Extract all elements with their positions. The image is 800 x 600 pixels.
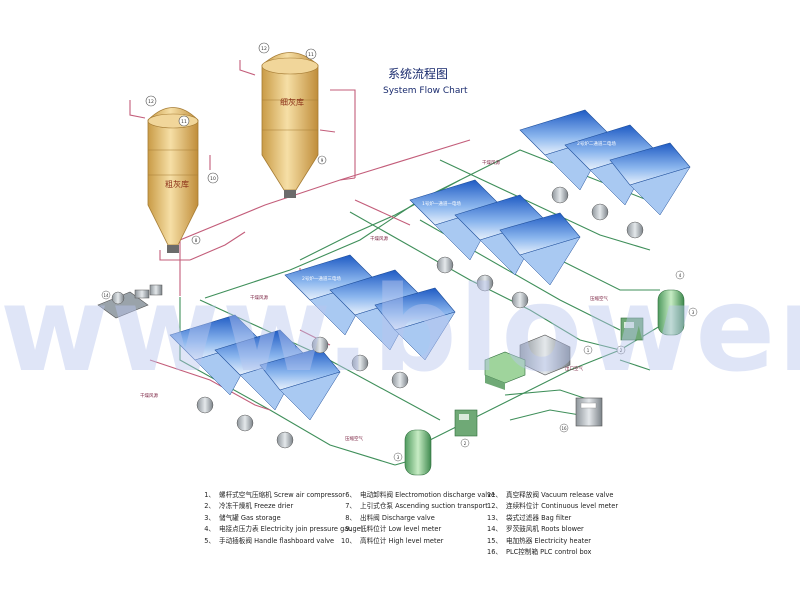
hopper-label-3: 2号炉一通道三电场 [302,275,341,282]
diagram-title: 系统流程图 [388,67,449,81]
hopper-group-top-right [519,109,691,239]
legend-item: 12、连续料位计 Continuous level meter [487,502,619,511]
legend-item: 15、电加热器 Electricity heater [487,536,591,545]
pipe-label-pressure-air-2: 压缩空气 [590,295,608,302]
legend-item: 7、上引式仓泵 Ascending suction transport [345,502,488,511]
legend-item: 16、PLC控制箱 PLC control box [487,548,592,557]
coarse-ash-silo: 12 11 10 8 [145,95,219,253]
diagram-title-english: System Flow Chart [383,86,468,96]
svg-text:3: 3 [692,310,695,315]
svg-text:9: 9 [321,158,324,163]
watermark: www.blower.cn [0,260,800,398]
hopper-group-middle [284,254,456,389]
svg-text:2: 2 [620,348,623,353]
legend-item: 9、低料位计 Low level meter [345,525,442,534]
svg-text:3: 3 [397,455,400,460]
svg-text:11: 11 [181,119,187,125]
legend-item: 14、罗茨鼓风机 Roots blower [487,525,584,534]
hopper-label-2: 2号炉二通道二电场 [577,140,616,147]
legend-column-2: 6、电动卸料阀 Electromotion discharge valve 7、… [336,490,495,547]
svg-text:10: 10 [210,176,216,182]
svg-text:14: 14 [103,293,109,298]
pipe-label-dry-air-3: 干燥风源 [370,235,388,242]
legend-column-3: 11、真空释放阀 Vacuum release valve 12、连续料位计 C… [478,490,618,558]
svg-text:1: 1 [587,348,590,353]
svg-text:11: 11 [308,52,314,58]
hopper-group-upper-middle [409,179,581,309]
air-storage-tank-left: 3 [393,429,432,476]
hopper-group-bottom-left [169,314,341,449]
legend-item: 4、电接点压力表 Electricity join pressure gauge [204,525,361,534]
svg-text:16: 16 [561,426,567,431]
legend-item: 6、电动卸料阀 Electromotion discharge valve [345,491,496,499]
hopper-label-1: 1号炉一通道一电场 [422,200,461,207]
legend-item: 13、袋式过滤器 Bag filter [487,513,572,522]
pipe-label-dry-air-2: 干燥风源 [250,294,268,301]
legend-item: 11、真空释放阀 Vacuum release valve [487,491,614,499]
svg-text:2: 2 [464,441,467,446]
coarse-ash-silo-label: 粗灰库 [165,179,189,189]
legend-item: 1、螺杆式空气压缩机 Screw air compressor [204,491,345,499]
pipe-label-dry-air-4: 干燥风源 [482,159,500,166]
legend-item: 8、出料阀 Discharge valve [345,513,435,522]
legend-item: 10、高料位计 High level meter [341,536,444,545]
bag-filter-unit [484,351,526,390]
pipe-label-pressure-air-1: 压缩空气 [345,435,363,442]
legend-column-1: 1、螺杆式空气压缩机 Screw air compressor 2、冷冻干燥机 … [195,490,361,547]
fine-ash-silo: 12 11 9 [258,42,327,198]
pipe-label-output-air: 出口空气 [565,365,583,372]
svg-text:4: 4 [679,273,682,278]
legend-item: 5、手动插板阀 Handle flashboard valve [204,536,335,545]
air-storage-tank-right: 4 3 [657,270,698,336]
svg-text:12: 12 [261,46,267,52]
freeze-dryer-right: 2 [616,317,644,355]
pipe-label-dry-air-1: 干燥风源 [140,392,158,399]
svg-text:12: 12 [148,99,154,105]
freeze-dryer-left: 2 [454,409,478,448]
svg-text:8: 8 [195,238,198,243]
legend-item: 3、储气罐 Gas storage [204,513,281,522]
plc-control-box: 16 [559,397,603,433]
roots-blower: 14 [97,284,163,319]
fine-ash-silo-label: 细灰库 [280,97,304,107]
legend-item: 2、冷冻干燥机 Freeze drier [204,502,294,511]
